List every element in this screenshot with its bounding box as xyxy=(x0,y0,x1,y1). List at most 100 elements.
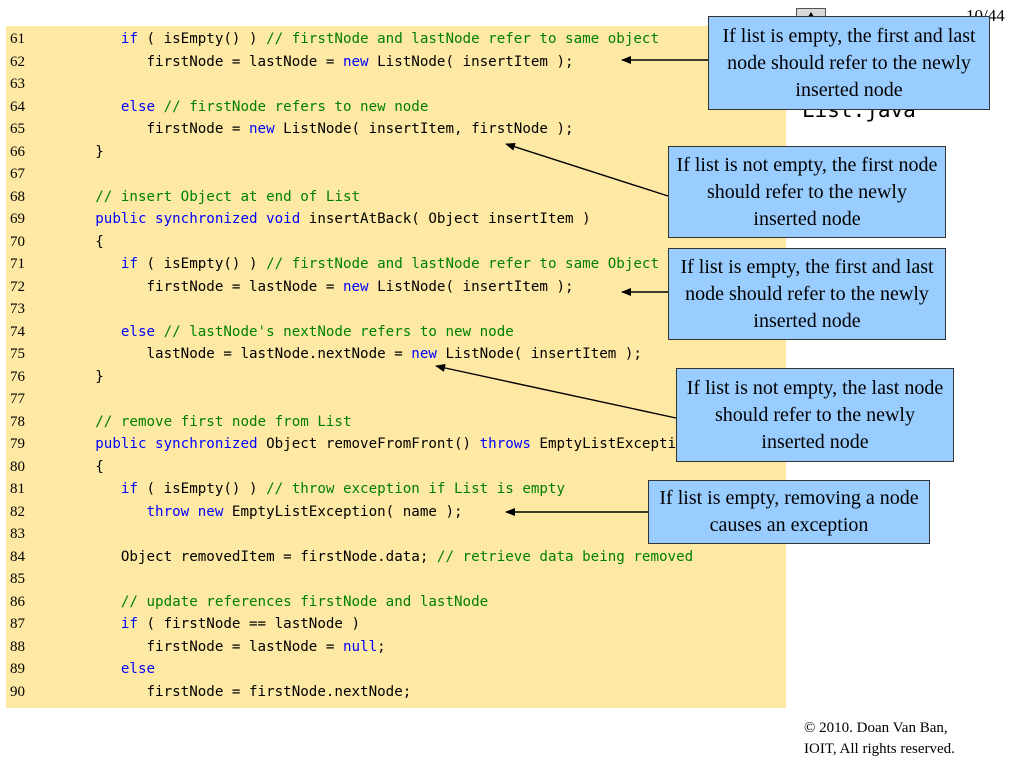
code-token: { xyxy=(95,233,104,250)
code-text: if ( isEmpty() ) // firstNode and lastNo… xyxy=(44,28,659,50)
code-line: 88 firstNode = lastNode = null; xyxy=(6,636,786,658)
code-text: firstNode = lastNode = new ListNode( ins… xyxy=(44,51,574,73)
code-token: ListNode( insertItem ); xyxy=(368,53,574,70)
code-text: if ( firstNode == lastNode ) xyxy=(44,613,360,635)
line-number: 80 xyxy=(10,458,25,475)
code-line: 85 xyxy=(6,568,786,590)
line-number: 66 xyxy=(10,143,25,160)
code-line: 67 xyxy=(6,163,786,185)
code-line: 71 if ( isEmpty() ) // firstNode and las… xyxy=(6,253,786,275)
keyword: else xyxy=(120,98,156,115)
line-number: 73 xyxy=(10,301,25,317)
code-text: else // firstNode refers to new node xyxy=(44,96,429,118)
line-number: 71 xyxy=(10,256,25,272)
code-text: firstNode = lastNode = null; xyxy=(44,636,386,658)
code-token: EmptyListException( name ); xyxy=(223,503,463,520)
keyword: if xyxy=(120,616,138,632)
code-text: } xyxy=(44,366,104,388)
line-number: 78 xyxy=(10,413,25,430)
keyword: public synchronized void xyxy=(95,211,301,227)
comment: // lastNode's nextNode refers to new nod… xyxy=(163,323,514,340)
copyright: © 2010. Doan Van Ban, IOIT, All rights r… xyxy=(804,718,955,760)
comment: // update references firstNode and lastN… xyxy=(120,593,489,610)
callout-4: If list is not empty, the last node shou… xyxy=(676,368,954,462)
code-line: 66 } xyxy=(6,141,786,163)
code-line: 64 else // firstNode refers to new node xyxy=(6,96,786,118)
callout-1: If list is empty, the first and last nod… xyxy=(708,16,990,110)
keyword: if xyxy=(120,256,138,272)
code-text: throw new EmptyListException( name ); xyxy=(44,501,463,523)
code-token: insertAtBack( Object insertItem ) xyxy=(300,211,591,227)
code-token: ( isEmpty() ) xyxy=(137,31,267,47)
code-line: 68 // insert Object at end of List xyxy=(6,186,786,208)
code-text: else xyxy=(44,658,155,680)
code-token: ListNode( insertItem ); xyxy=(368,278,574,295)
code-line: 90 firstNode = firstNode.nextNode; xyxy=(6,681,786,703)
line-number: 64 xyxy=(10,98,25,115)
keyword: else xyxy=(120,661,156,677)
line-number: 84 xyxy=(10,548,25,565)
comment: // firstNode refers to new node xyxy=(163,98,429,115)
code-token: firstNode = lastNode = xyxy=(146,638,343,655)
keyword: throws xyxy=(479,436,531,452)
keyword: new xyxy=(411,346,437,362)
line-number: 88 xyxy=(10,638,25,655)
line-number: 86 xyxy=(10,593,25,610)
code-line: 62 firstNode = lastNode = new ListNode( … xyxy=(6,51,786,73)
line-number: 65 xyxy=(10,121,25,137)
line-number: 72 xyxy=(10,278,25,295)
line-number: 77 xyxy=(10,391,25,407)
code-token: lastNode = lastNode.nextNode = xyxy=(146,346,412,362)
code-text: lastNode = lastNode.nextNode = new ListN… xyxy=(44,343,642,365)
comment: // remove first node from List xyxy=(95,413,352,430)
code-text: public synchronized Object removeFromFro… xyxy=(44,433,693,455)
code-line: 65 firstNode = new ListNode( insertItem,… xyxy=(6,118,786,140)
code-line: 61 if ( isEmpty() ) // firstNode and las… xyxy=(6,28,786,50)
code-token: { xyxy=(95,458,104,475)
line-number: 69 xyxy=(10,211,25,227)
keyword: if xyxy=(120,481,138,497)
line-number: 81 xyxy=(10,481,25,497)
code-token: ; xyxy=(377,638,386,655)
keyword: public synchronized xyxy=(95,436,258,452)
code-text: firstNode = lastNode = new ListNode( ins… xyxy=(44,276,574,298)
code-text: else // lastNode's nextNode refers to ne… xyxy=(44,321,514,343)
code-text: if ( isEmpty() ) // firstNode and lastNo… xyxy=(44,253,659,275)
code-line: 70 { xyxy=(6,231,786,253)
code-line: 86 // update references firstNode and la… xyxy=(6,591,786,613)
code-token: ( firstNode == lastNode ) xyxy=(137,616,361,632)
keyword: else xyxy=(120,323,156,340)
line-number: 70 xyxy=(10,233,25,250)
code-line: 87 if ( firstNode == lastNode ) xyxy=(6,613,786,635)
code-line: 74 else // lastNode's nextNode refers to… xyxy=(6,321,786,343)
copyright-line-2: IOIT, All rights reserved. xyxy=(804,741,955,757)
line-number: 85 xyxy=(10,571,25,587)
line-number: 75 xyxy=(10,346,25,362)
code-line: 83 xyxy=(6,523,786,545)
line-number: 90 xyxy=(10,683,25,700)
line-number: 63 xyxy=(10,76,25,92)
code-line: 76 } xyxy=(6,366,786,388)
code-text: { xyxy=(44,456,104,478)
comment: // insert Object at end of List xyxy=(95,188,361,205)
copyright-line-1: © 2010. Doan Van Ban, xyxy=(804,720,948,736)
code-token: firstNode = xyxy=(146,121,249,137)
code-token: EmptyListException xyxy=(530,436,694,452)
code-token: firstNode = firstNode.nextNode; xyxy=(146,683,412,700)
keyword: new xyxy=(342,278,369,295)
code-text: Object removedItem = firstNode.data; // … xyxy=(44,546,693,568)
code-line: 80 { xyxy=(6,456,786,478)
code-text: firstNode = firstNode.nextNode; xyxy=(44,681,412,703)
line-number: 61 xyxy=(10,31,25,47)
code-token: Object removeFromFront() xyxy=(257,436,480,452)
code-line: 63 xyxy=(6,73,786,95)
callout-2: If list is not empty, the first node sho… xyxy=(668,146,946,238)
code-token: firstNode = lastNode = xyxy=(146,278,343,295)
keyword: throw new xyxy=(146,503,224,520)
code-line: 89 else xyxy=(6,658,786,680)
comment: // retrieve data being removed xyxy=(436,548,694,565)
callout-3: If list is empty, the first and last nod… xyxy=(668,248,946,340)
code-line: 84 Object removedItem = firstNode.data; … xyxy=(6,546,786,568)
keyword: new xyxy=(249,121,275,137)
code-text: } xyxy=(44,141,104,163)
